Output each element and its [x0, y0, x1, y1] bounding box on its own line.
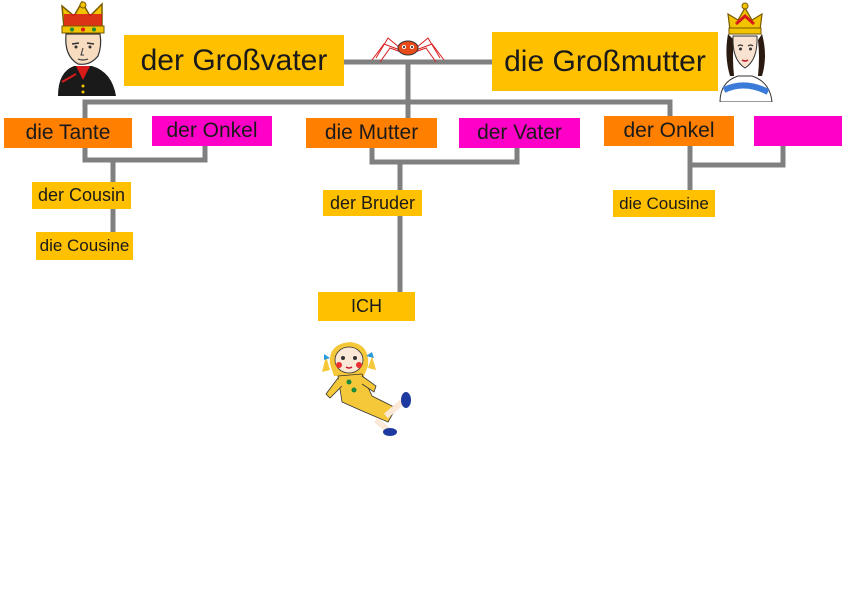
uncle-left-box: der Onkel: [152, 116, 272, 146]
cousin-male-box: der Cousin: [32, 182, 131, 209]
grandfather-box: der Großvater: [124, 35, 344, 86]
uncle-right-spouse-box: [754, 116, 842, 146]
brother-box: der Bruder: [323, 190, 422, 216]
mother-box: die Mutter: [306, 118, 437, 148]
grandmother-box: die Großmutter: [492, 32, 718, 91]
uncle-right-box: der Onkel: [604, 116, 734, 146]
father-box: der Vater: [459, 118, 580, 148]
queen-icon: [719, 2, 773, 102]
cousin-female-left-box: die Cousine: [36, 232, 133, 260]
king-icon: [58, 0, 116, 96]
spider-icon: [371, 37, 445, 63]
aunt-box: die Tante: [4, 118, 132, 148]
cousin-female-right-box: die Cousine: [613, 190, 715, 217]
doll-icon: [322, 342, 411, 436]
me-box: ICH: [318, 292, 415, 321]
